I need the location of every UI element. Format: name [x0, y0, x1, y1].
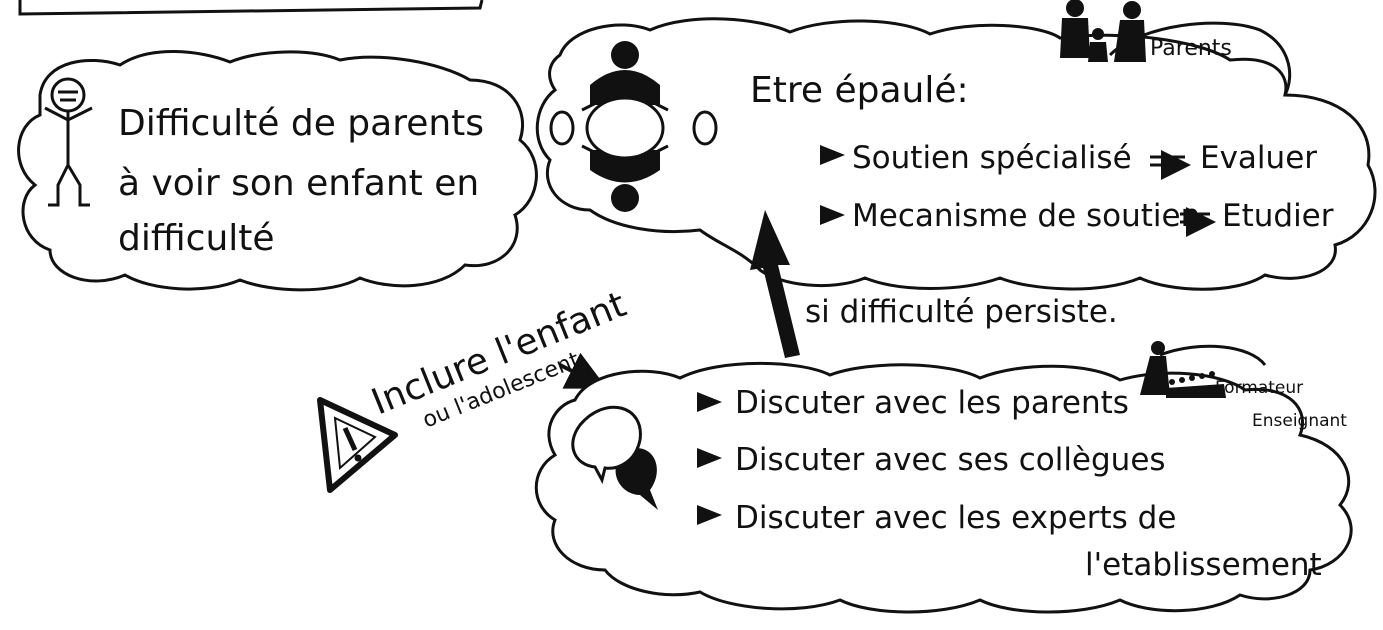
left-cloud-line-2: à voir son enfant en — [118, 163, 479, 204]
worried-person-icon — [44, 77, 93, 207]
top-cloud-item-2-label: Mecanisme de soutien — [852, 198, 1200, 234]
teacher-tag-line-2: Enseignant — [1252, 411, 1347, 431]
bottom-cloud-item-1: Discuter avec les parents — [735, 385, 1129, 421]
teacher-tag: Formateur Enseignant — [1140, 341, 1347, 431]
top-cloud-outline — [535, 17, 1377, 291]
left-cloud-outline — [17, 50, 538, 292]
top-cloud-item-1-result: Evaluer — [1200, 140, 1317, 176]
speech-bubbles-icon — [571, 405, 658, 510]
top-cloud-title: Etre épaulé: — [750, 70, 969, 111]
bottom-cloud: Discuter avec les parents Discuter avec … — [534, 361, 1353, 614]
bidirectional-arrow-icon — [750, 210, 800, 358]
warning-triangle-icon — [317, 397, 398, 493]
classroom-icon — [1140, 341, 1226, 398]
left-cloud-line-1: Difficulté de parents — [118, 103, 484, 144]
bullet-flag-icon — [697, 505, 722, 525]
connector-label: si difficulté persiste. — [805, 294, 1118, 330]
left-cloud: Difficulté de parents à voir son enfant … — [17, 50, 538, 292]
bullet-flag-icon — [820, 205, 845, 225]
parents-family-icon — [1060, 0, 1146, 62]
connector-arrow: si difficulté persiste. — [750, 210, 1118, 358]
bullet-flag-icon — [697, 392, 722, 412]
meeting-table-icon — [549, 41, 718, 212]
top-cloud-item-2-result: Etudier — [1222, 198, 1334, 234]
bottom-cloud-item-2: Discuter avec ses collègues — [735, 442, 1166, 478]
bottom-cloud-outline — [534, 361, 1353, 614]
parents-tag: Parents — [1060, 0, 1292, 96]
bottom-cloud-item-3: Discuter avec les experts de — [735, 500, 1176, 536]
frame-edge — [18, 0, 484, 16]
bullet-flag-icon — [697, 448, 722, 468]
parents-tag-label: Parents — [1150, 36, 1232, 61]
left-cloud-line-3: difficulté — [118, 218, 275, 259]
bottom-cloud-continuation: l'etablissement — [1085, 547, 1322, 583]
double-arrow-icon — [1180, 214, 1210, 222]
teacher-tag-line-1: Formateur — [1215, 378, 1303, 398]
bullet-flag-icon — [820, 145, 845, 165]
top-cloud: Etre épaulé: Soutien spécialisé Evaluer … — [535, 17, 1377, 291]
double-arrow-icon — [1150, 157, 1185, 165]
top-cloud-item-1-label: Soutien spécialisé — [852, 140, 1132, 176]
